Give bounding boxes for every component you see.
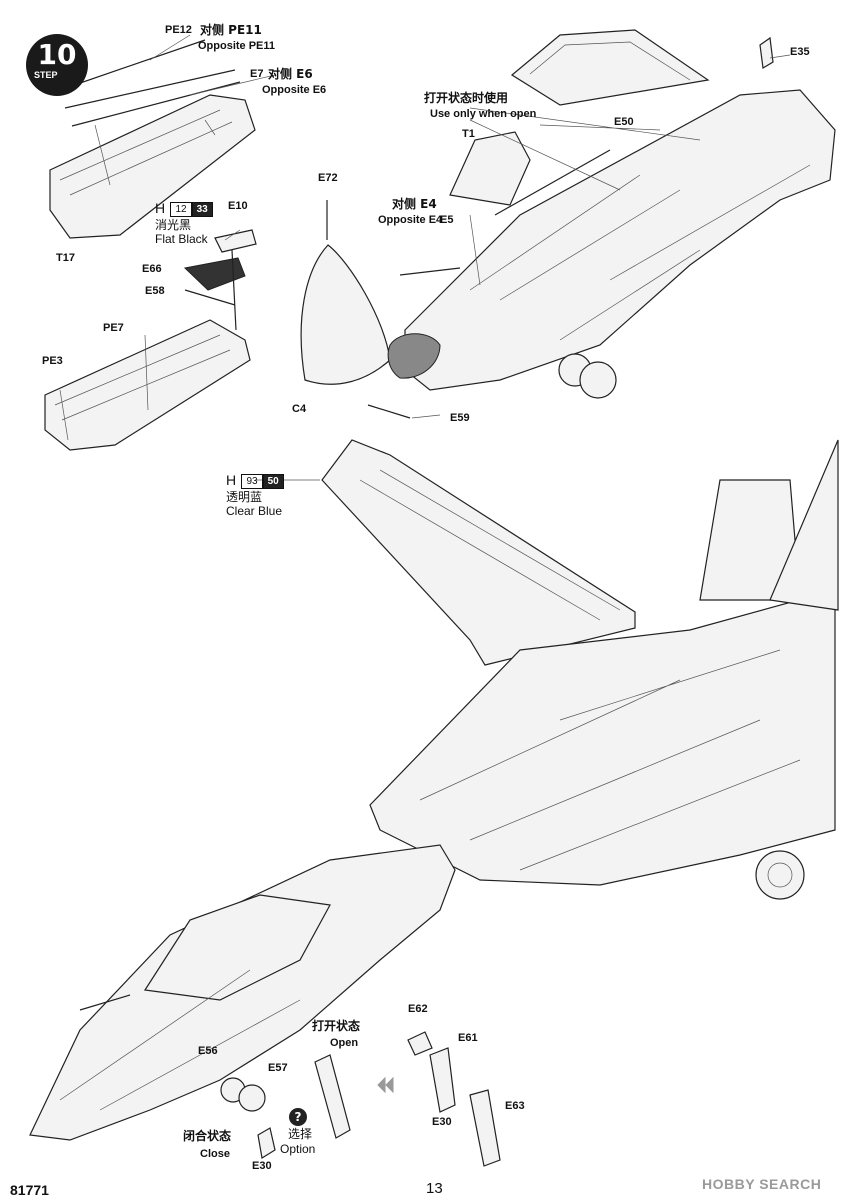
paint-name-en: Flat Black [155, 232, 208, 246]
part-label-e58: E58 [145, 285, 165, 297]
nose-cone [300, 200, 411, 419]
part-label-e30-option: E30 [252, 1160, 272, 1172]
watermark-logo: HOBBY SEARCH [702, 1176, 822, 1192]
label-opposite-e4-en: Opposite E4 [378, 214, 443, 226]
part-label-e62: E62 [408, 1003, 428, 1015]
label-open-en: Open [330, 1037, 359, 1049]
part-label-pe3: PE3 [42, 355, 63, 367]
forward-fuselage [387, 89, 836, 399]
label-option-en: Option [280, 1142, 316, 1156]
part-label-e57: E57 [268, 1062, 288, 1074]
bottom-forward-fuselage [29, 844, 456, 1141]
label-use-when-open-en: Use only when open [430, 108, 537, 120]
paint-name-en: Clear Blue [226, 504, 283, 518]
label-opposite-pe11-en: Opposite PE11 [198, 40, 276, 52]
part-label-e59: E59 [450, 412, 470, 424]
part-label-e66: E66 [142, 263, 162, 275]
gear-door-parts [257, 1031, 501, 1167]
kit-number: 81771 [10, 1182, 49, 1198]
paint-name-cn: 透明蓝 [226, 490, 263, 504]
upper-fuselage-panel [49, 39, 256, 239]
paint-letter: H [155, 200, 166, 216]
part-label-e10: E10 [228, 200, 248, 212]
part-label-pe7: PE7 [103, 322, 124, 334]
label-close-en: Close [200, 1148, 230, 1160]
part-label-e50: E50 [614, 116, 634, 128]
part-label-e72: E72 [318, 172, 338, 184]
part-label-e63: E63 [505, 1100, 525, 1112]
part-label-e7: E7 [250, 68, 264, 80]
part-label-e56: E56 [198, 1045, 218, 1057]
label-option-cn: 选择 [288, 1127, 313, 1141]
paint-alt-code: 50 [262, 474, 284, 490]
label-use-when-open-cn: 打开状态时使用 [424, 91, 509, 105]
label-opposite-e6-en: Opposite E6 [262, 84, 327, 96]
part-label-t1: T1 [462, 128, 475, 140]
canopy-parts [449, 29, 774, 216]
cockpit-tub-parts [183, 229, 257, 331]
part-label-e5: E5 [440, 214, 454, 226]
swept-wing [321, 439, 636, 666]
step-word: STEP [34, 70, 58, 80]
label-opposite-e4-cn: 对侧 E4 [392, 197, 437, 211]
paint-name-cn: 消光黑 [155, 218, 192, 232]
leader-lines [149, 34, 791, 481]
paint-code: 93 [241, 474, 263, 490]
part-label-pe12: PE12 [165, 24, 192, 36]
paint-code: 12 [170, 202, 192, 218]
part-label-e30: E30 [432, 1116, 452, 1128]
step-badge [26, 34, 88, 96]
part-label-c4: C4 [292, 403, 307, 415]
lower-fuselage-panel [44, 319, 251, 451]
label-opposite-e6-cn: 对侧 E6 [268, 67, 313, 81]
part-label-e61: E61 [458, 1032, 478, 1044]
paint-alt-code: 33 [191, 202, 213, 218]
part-label-e35: E35 [790, 46, 810, 58]
label-opposite-pe11-cn: 对侧 PE11 [200, 23, 262, 37]
part-label-t17: T17 [56, 252, 75, 264]
paint-letter: H [226, 472, 237, 488]
question-icon: ? [289, 1108, 307, 1126]
label-open-cn: 打开状态 [312, 1019, 361, 1033]
step-number: 10 [37, 38, 77, 71]
page-number: 13 [426, 1180, 443, 1197]
label-close-cn: 闭合状态 [183, 1129, 232, 1143]
